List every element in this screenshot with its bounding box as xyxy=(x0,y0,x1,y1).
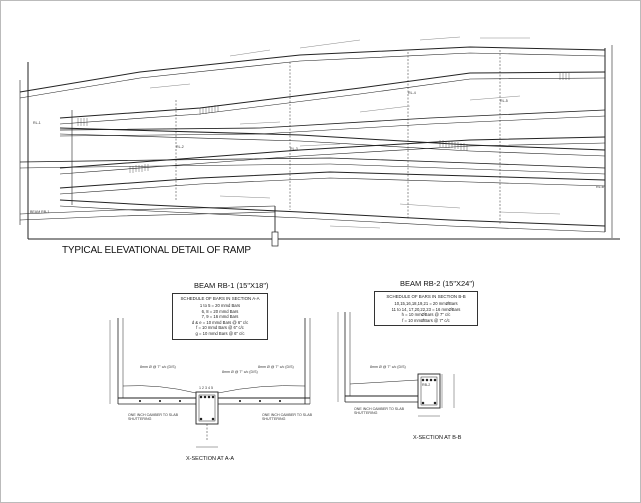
schedule-a-a-row: f = 10 mmd Bars @ 6" c/c xyxy=(196,325,244,331)
camber-note-right: ONE INCH CAMBER TO SLAB SHUTTERING xyxy=(262,413,312,421)
beam-rb1-title: BEAM RB-1 (15"X18") xyxy=(194,281,269,290)
main-title: TYPICAL ELEVATIONAL DETAIL OF RAMP xyxy=(62,245,251,256)
schedule-a-a: SCHEDULE OF BARS IN SECTION A-A 1 to 5 =… xyxy=(172,293,268,340)
beam-rb2-title: BEAM RB-2 (15"X24") xyxy=(400,279,475,288)
ramp-label-rl-5: RL-5 xyxy=(500,99,508,103)
ramp-label-rl-2: RL-2 xyxy=(176,145,184,149)
section-b-b xyxy=(337,312,455,417)
schedule-b-b-row: h = 10 mmØBars @ 7" c/c xyxy=(401,312,451,318)
schedule-a-a-title: SCHEDULE OF BARS IN SECTION A-A xyxy=(180,296,260,301)
section-a-note: 8mm Ø @ 7" c/c (D/S) xyxy=(258,365,294,369)
schedule-b-b: SCHEDULE OF BARS IN SECTION B-B 10,15,16… xyxy=(374,291,478,327)
schedule-a-a-row: g = 10 mmd Bars @ 6" c/c xyxy=(195,330,245,336)
camber-note-b: ONE INCH CAMBER TO SLAB SHUTTERING xyxy=(354,407,404,415)
schedule-a-a-row: d & e = 10 mmd Bars @ 6" c/c xyxy=(191,319,249,325)
ramp-elevation xyxy=(19,45,620,247)
ramp-label-rl-3: RL-3 xyxy=(290,147,298,151)
bar-marks: 1 2 3 4 5 xyxy=(199,386,213,390)
schedule-b-b-row: 11 to 14, 17,20,22,23 = 16 mmØBars xyxy=(391,306,461,312)
schedule-b-b-title: SCHEDULE OF BARS IN SECTION B-B xyxy=(386,294,466,299)
schedule-a-a-row: 1 to 5 = 20 mmd Bars xyxy=(199,303,241,308)
ramp-label-rl-4: RL-4 xyxy=(408,91,416,95)
stirrup-marks xyxy=(77,73,570,173)
camber-note-left: ONE INCH CAMBER TO SLAB SHUTTERING xyxy=(128,413,178,421)
ramp-label-rl-6: RL-6 xyxy=(596,185,604,189)
ramp-label-rl-1: RL-1 xyxy=(33,121,41,125)
schedule-a-a-row: 6, 8 = 20 mmd Bars xyxy=(201,308,239,314)
leader-lines xyxy=(149,36,561,229)
schedule-a-a-row: 7, 9 = 16 mmd Bars xyxy=(201,314,239,320)
schedule-b-b-row: f = 10 mmØBars @ 7" c/c xyxy=(402,317,450,323)
schedule-b-b-row: 10,15,16,18,19,21 = 20 mmØBars xyxy=(394,301,458,306)
section-b-note: 8mm Ø @ 7" c/c (D/S) xyxy=(370,365,406,369)
beam-rb2-label: RB-2 xyxy=(422,383,431,387)
caption-section-b-b: X-SECTION AT B-B xyxy=(413,435,462,441)
section-a-a xyxy=(109,318,311,448)
section-a-note: 8mm Ø @ 7" c/c (D/S) xyxy=(140,365,176,369)
caption-section-a-a: X-SECTION AT A-A xyxy=(186,456,235,462)
section-a-note: 8mm Ø @ 7" c/c (D/S) xyxy=(222,370,258,374)
ramp-label-beam-rb1: BEAM RB-1 xyxy=(30,210,50,214)
